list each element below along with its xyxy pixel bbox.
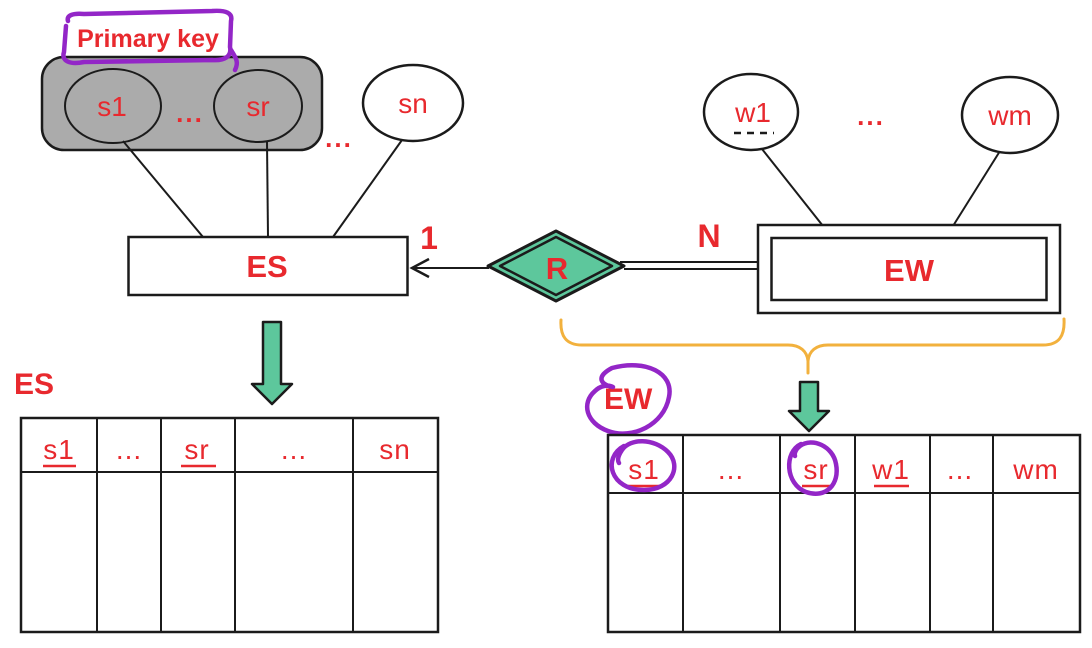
ew-table-header-dots2: ... — [947, 454, 973, 485]
connector-wm-ew — [952, 150, 1001, 227]
connector-sn-es — [332, 139, 403, 238]
ew-table-sr-circle — [786, 440, 839, 496]
es-table-header-dots1: ... — [116, 434, 142, 465]
es-mapping-arrow — [250, 320, 294, 406]
ew-table-header-wm: wm — [1012, 454, 1059, 485]
es-table-header-s1: s1 — [43, 434, 75, 465]
es-entity-label: ES — [246, 249, 287, 284]
ew-entity-label: EW — [884, 253, 935, 288]
primary-key-label: Primary key — [77, 25, 219, 53]
relationship-diamond-inner — [498, 235, 614, 297]
dots-after-group: ... — [325, 123, 353, 153]
attribute-label-w1: w1 — [734, 97, 771, 128]
cardinality-n-label: N — [697, 218, 720, 254]
attribute-label-s1: s1 — [97, 91, 127, 122]
es-table-title: ES — [14, 368, 54, 401]
ew-entity-box-inner — [770, 236, 1048, 302]
cardinality-one-label: 1 — [420, 220, 438, 256]
attribute-ellipse-w1 — [702, 72, 800, 152]
ew-table-title-circle — [584, 363, 672, 436]
dots-between-w1-wm: ... — [857, 101, 885, 131]
attribute-ellipse-wm — [960, 75, 1060, 155]
es-entity-box — [127, 235, 409, 297]
attribute-label-sn: sn — [398, 88, 428, 119]
relationship-label: R — [546, 251, 568, 286]
attribute-ellipse-s1 — [64, 68, 162, 144]
ew-table-s1-circle — [609, 439, 677, 493]
connector-w1-ew — [761, 148, 824, 227]
ew-table-header-dots1: ... — [718, 454, 744, 485]
connector-s1-es — [122, 140, 204, 238]
group-brace-right — [806, 317, 1066, 363]
es-table-header-sr: sr — [184, 434, 209, 465]
primary-key-annotation-tail — [228, 47, 240, 73]
ew-table-header-s1: s1 — [628, 454, 660, 485]
ew-table-border — [606, 433, 1082, 634]
r-to-es-arrowhead — [409, 257, 430, 279]
primary-key-annotation-outline — [61, 8, 234, 66]
group-brace-left — [559, 318, 810, 375]
attribute-label-sr: sr — [246, 91, 269, 122]
es-table-header-sn: sn — [379, 434, 411, 465]
attribute-ellipse-sr — [213, 69, 303, 143]
relationship-diamond-outer — [486, 229, 626, 303]
ew-mapping-arrow — [787, 380, 831, 433]
ew-table-header-sr: sr — [803, 454, 828, 485]
connector-sr-es — [266, 141, 269, 238]
primary-key-group-box — [40, 55, 324, 152]
dots-between-s1-sr: ... — [176, 98, 204, 128]
ew-table-header-w1: w1 — [871, 454, 910, 485]
es-table-header-dots2: ... — [281, 434, 307, 465]
attribute-label-wm: wm — [987, 100, 1032, 131]
attribute-ellipse-sn — [361, 63, 465, 143]
ew-entity-box-outer — [756, 223, 1062, 315]
es-table-border — [19, 416, 440, 634]
